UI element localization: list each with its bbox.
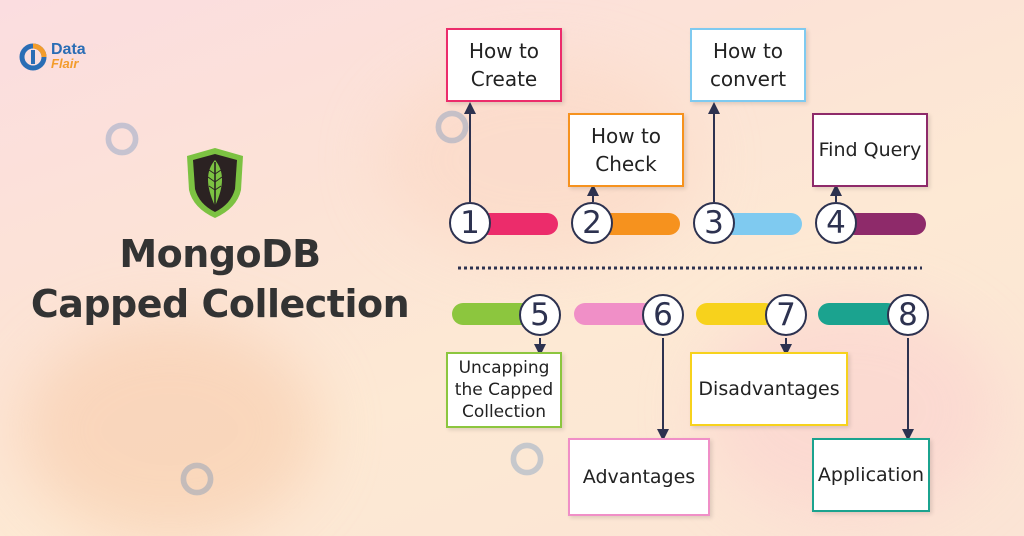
step-box-how-to-create[interactable]: How to Create [446, 28, 562, 102]
step-2-label: How to Check [590, 124, 662, 176]
watermark-logo [510, 442, 544, 480]
step-1-label: How to Create [468, 39, 540, 91]
step-7-number: 7 [765, 294, 807, 336]
step-4-bar [844, 213, 926, 235]
background-blob [20, 320, 320, 536]
title-line-1: MongoDB [119, 232, 321, 276]
step-1-number: 1 [449, 202, 491, 244]
logo-text-data: Data [51, 41, 86, 58]
step-4-label: Find Query [818, 139, 922, 161]
step-box-how-to-check[interactable]: How to Check [568, 113, 684, 187]
step-3-bar [722, 213, 802, 235]
step-box-uncapping[interactable]: Uncapping the Capped Collection [446, 352, 562, 428]
step-5-number: 5 [519, 294, 561, 336]
dataflair-logo-icon [19, 43, 47, 71]
step-7-bar [696, 303, 776, 325]
step-3-number: 3 [693, 202, 735, 244]
step-5-label: Uncapping the Capped Collection [454, 358, 554, 422]
title-line-2: Capped Collection [30, 282, 410, 326]
step-8-label: Application [817, 464, 925, 486]
step-1-bar [478, 213, 558, 235]
step-6-number: 6 [642, 294, 684, 336]
brand-logo[interactable]: Data Flair [18, 42, 86, 72]
step-5-bar [452, 303, 532, 325]
step-7-label: Disadvantages [698, 378, 840, 400]
step-box-find-query[interactable]: Find Query [812, 113, 928, 187]
step-6-label: Advantages [582, 466, 696, 488]
watermark-logo [435, 110, 469, 148]
watermark-logo [105, 122, 139, 160]
step-box-disadvantages[interactable]: Disadvantages [690, 352, 848, 426]
step-3-label: How to convert [709, 39, 787, 91]
step-box-advantages[interactable]: Advantages [568, 438, 710, 516]
step-2-number: 2 [571, 202, 613, 244]
step-box-application[interactable]: Application [812, 438, 930, 512]
step-2-bar [600, 213, 680, 235]
watermark-logo [180, 462, 214, 500]
step-4-number: 4 [815, 202, 857, 244]
mongodb-leaf-icon [187, 148, 243, 218]
step-8-bar [818, 303, 898, 325]
step-6-bar [574, 303, 654, 325]
step-8-number: 8 [887, 294, 929, 336]
logo-text-flair: Flair [51, 56, 79, 71]
step-box-how-to-convert[interactable]: How to convert [690, 28, 806, 102]
